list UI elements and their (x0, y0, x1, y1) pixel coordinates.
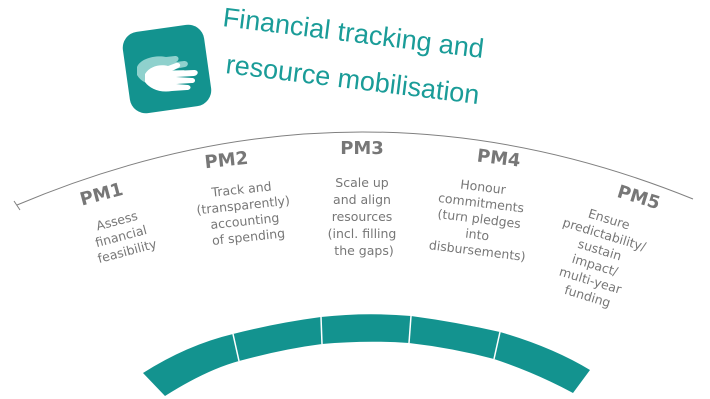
phase-arc (16, 131, 694, 206)
phase-code: PM4 (476, 145, 522, 171)
phase-pm1: PM1 Assess financial feasibility (78, 179, 159, 266)
band-segment-1 (143, 334, 239, 396)
band-segment-5 (494, 332, 590, 393)
band-segment-2 (233, 317, 322, 361)
phase-pm4: PM4 Honour commitments (turn pledges int… (428, 145, 534, 264)
phase-desc: Honour commitments (turn pledges into di… (428, 174, 534, 264)
phase-desc: Scale up and align resources (incl. fill… (328, 175, 401, 258)
band-segment-3 (321, 314, 411, 344)
phase-pm2: PM2 Track and (transparently) accounting… (194, 148, 298, 249)
phase-code: PM5 (615, 181, 663, 214)
arc-left-tick (13, 200, 21, 211)
phase-desc: Track and (transparently) accounting of … (194, 176, 298, 249)
phase-desc: Assess financial feasibility (88, 205, 159, 266)
phase-pm5: PM5 Ensure predictability/ sustain impac… (542, 181, 663, 316)
phase-pm3: PM3 Scale up and align resources (incl. … (328, 138, 401, 258)
phase-desc: Ensure predictability/ sustain impact/ m… (542, 199, 656, 316)
segmented-band (143, 314, 590, 396)
phase-code: PM2 (204, 148, 250, 173)
phase-code: PM3 (340, 138, 384, 159)
band-segment-4 (409, 316, 500, 359)
hand-icon (122, 24, 212, 114)
phase-code: PM1 (78, 179, 126, 211)
